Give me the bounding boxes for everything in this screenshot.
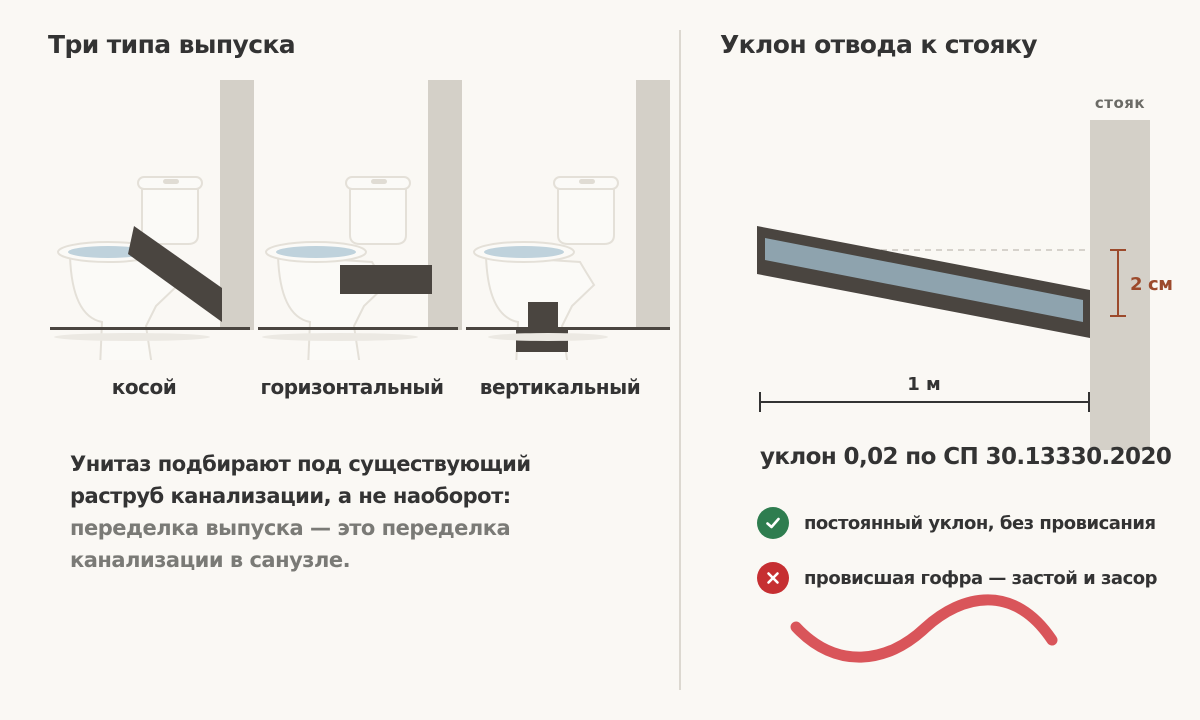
check-item-text: постоянный уклон, без провисания: [804, 512, 1156, 534]
check-item-ok: постоянный уклон, без провисания: [757, 507, 1156, 539]
wall: [636, 80, 670, 330]
right-panel-title: Уклон отвода к стояку: [720, 30, 1038, 59]
floor-shadow: [262, 333, 418, 341]
variant-oblique: [50, 80, 254, 360]
oblique-outlet-pipe: [128, 226, 222, 322]
floor-line: [466, 327, 670, 330]
check-item-bad: провисшая гофра — застой и засор: [757, 562, 1158, 594]
floor-shadow: [488, 333, 608, 341]
sagging-corrugation-curve: [790, 594, 1058, 663]
drop-dimension-label: 2 см: [1130, 274, 1173, 295]
variant-vertical: [466, 80, 670, 360]
note-emphasis: Унитаз подбирают под существующий растру…: [70, 452, 531, 508]
panel-divider: [679, 30, 681, 690]
vertical-outlet-pipe: [528, 302, 558, 330]
check-icon: [757, 507, 789, 539]
variant-horizontal: [258, 80, 462, 360]
note-muted: переделка выпуска — это переделка канали…: [70, 516, 511, 572]
outlet-types-illustration: [50, 80, 670, 360]
horizontal-outlet-pipe: [340, 265, 432, 294]
wall: [428, 80, 462, 330]
floor-line: [258, 327, 458, 330]
riser-label: стояк: [1095, 94, 1145, 112]
sloped-pipe: [757, 226, 1090, 338]
length-dimension-label: 1 м: [907, 374, 941, 395]
left-panel-title: Три типа выпуска: [48, 30, 296, 59]
outlet-note: Унитаз подбирают под существующий растру…: [70, 448, 590, 576]
slope-caption: уклон 0,02 по СП 30.13330.2020: [760, 444, 1172, 470]
variant-label-oblique: косой: [111, 375, 177, 399]
cross-icon: [757, 562, 789, 594]
check-item-text: провисшая гофра — застой и засор: [804, 567, 1158, 589]
floor-line: [50, 327, 250, 330]
floor-shadow: [54, 333, 210, 341]
pipe-water: [765, 238, 1083, 322]
variant-label-vertical: вертикальный: [479, 375, 641, 399]
riser: [1090, 120, 1150, 450]
wall: [220, 80, 254, 330]
variant-label-horizontal: горизонтальный: [260, 375, 445, 399]
